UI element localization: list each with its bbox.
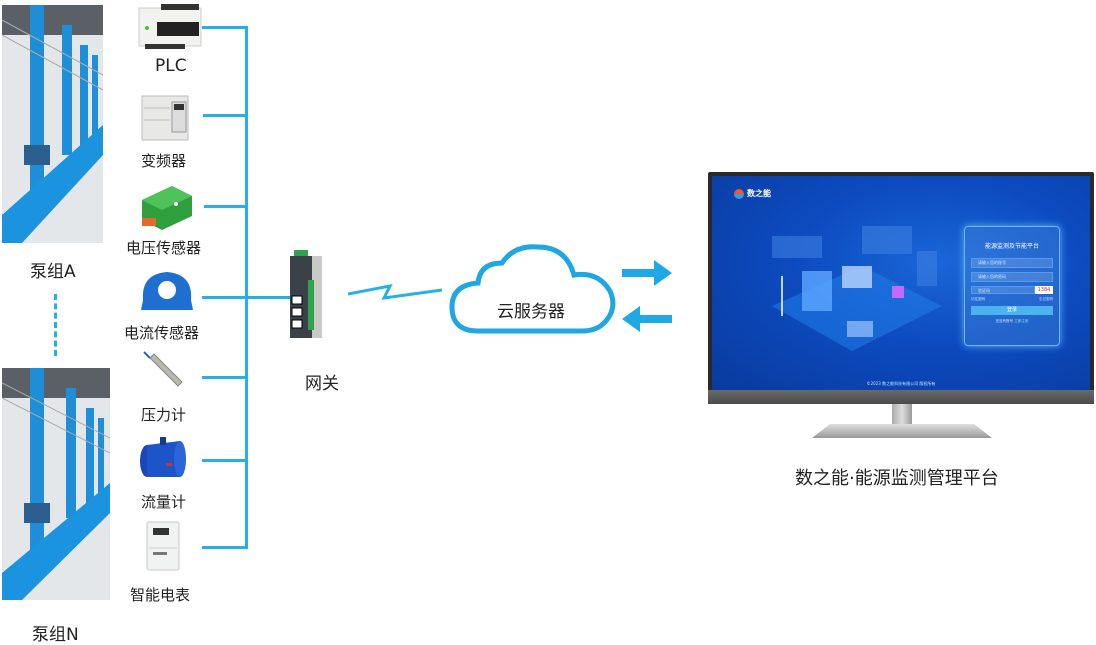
voltage-sensor-connector	[204, 205, 248, 208]
device-label-smart-meter: 智能电表	[130, 586, 191, 604]
login-button[interactable]: 登录	[971, 306, 1053, 315]
password-input[interactable]: 请输入您的密码	[971, 272, 1053, 282]
flow-meter-connector	[202, 459, 248, 462]
platform-caption: 数之能·能源监测管理平台	[795, 468, 999, 489]
pump-group-ellipsis-connector	[54, 294, 60, 356]
register-text: 还没有账号	[995, 319, 1014, 323]
screen-footer: ©2023 数之能科技有限公司 版权所有	[866, 381, 936, 386]
login-options: 记住密码 忘记密码	[971, 297, 1053, 302]
captcha-image[interactable]: 1384	[1035, 286, 1053, 294]
device-label-inverter: 变频器	[141, 152, 187, 170]
pressure-gauge-icon	[142, 350, 184, 390]
wireless-link-icon	[348, 283, 442, 300]
voltage-sensor-icon	[136, 180, 196, 232]
pump-group-a-label: 泵组A	[30, 262, 76, 282]
device-label-plc: PLC	[155, 56, 187, 76]
monitor-stand-base	[812, 424, 992, 438]
brand-logo-icon	[734, 188, 744, 199]
gateway-icon	[286, 250, 324, 340]
flow-meter-icon	[138, 437, 188, 483]
device-label-flow-meter: 流量计	[141, 493, 187, 511]
pump-group-n-image	[2, 368, 110, 600]
current-sensor-connector	[202, 296, 294, 299]
monitor: 数之能 能源监测及节能平台 请输入您的账号 请输入您的密码 验证码 1384 记…	[708, 172, 1094, 404]
device-bus-line	[245, 26, 248, 548]
cloud-server-label: 云服务器	[497, 302, 565, 322]
login-panel: 能源监测及节能平台 请输入您的账号 请输入您的密码 验证码 1384 记住密码 …	[964, 226, 1060, 346]
pump-group-n-label: 泵组N	[32, 625, 79, 645]
monitor-screen: 数之能 能源监测及节能平台 请输入您的账号 请输入您的密码 验证码 1384 记…	[712, 176, 1090, 390]
screen-logo: 数之能	[734, 188, 771, 199]
gateway-label: 网关	[305, 374, 339, 394]
download-arrow-icon	[622, 306, 672, 332]
login-title: 能源监测及节能平台	[984, 243, 1039, 250]
pump-group-a-image	[2, 5, 103, 243]
username-input[interactable]: 请输入您的账号	[971, 258, 1053, 268]
forgot-password-link[interactable]: 忘记密码	[1039, 297, 1053, 301]
current-sensor-icon	[139, 270, 195, 314]
inverter-connector	[203, 114, 248, 117]
plc-icon	[135, 4, 205, 50]
device-label-voltage-sensor: 电压传感器	[126, 239, 202, 257]
remember-checkbox[interactable]: 记住密码	[971, 297, 985, 301]
device-label-pressure-gauge: 压力计	[141, 406, 187, 424]
isometric-energy-illustration	[772, 226, 942, 351]
screen-brand: 数之能	[747, 189, 771, 198]
register-row: 还没有账号 立即注册	[965, 319, 1059, 324]
register-link[interactable]: 立即注册	[1014, 319, 1029, 323]
cloud-server-icon	[449, 244, 616, 334]
pressure-gauge-connector	[202, 376, 248, 379]
device-label-current-sensor: 电流传感器	[124, 324, 200, 342]
inverter-icon	[140, 92, 190, 144]
monitor-stand-neck	[892, 404, 912, 426]
plc-connector	[202, 26, 248, 29]
smart-meter-icon	[145, 520, 181, 572]
upload-arrow-icon	[622, 260, 672, 286]
smart-meter-connector	[202, 546, 248, 549]
captcha-row: 验证码 1384	[971, 286, 1053, 294]
monitor-bezel-bottom	[708, 390, 1094, 404]
captcha-input[interactable]: 验证码	[971, 286, 1035, 294]
